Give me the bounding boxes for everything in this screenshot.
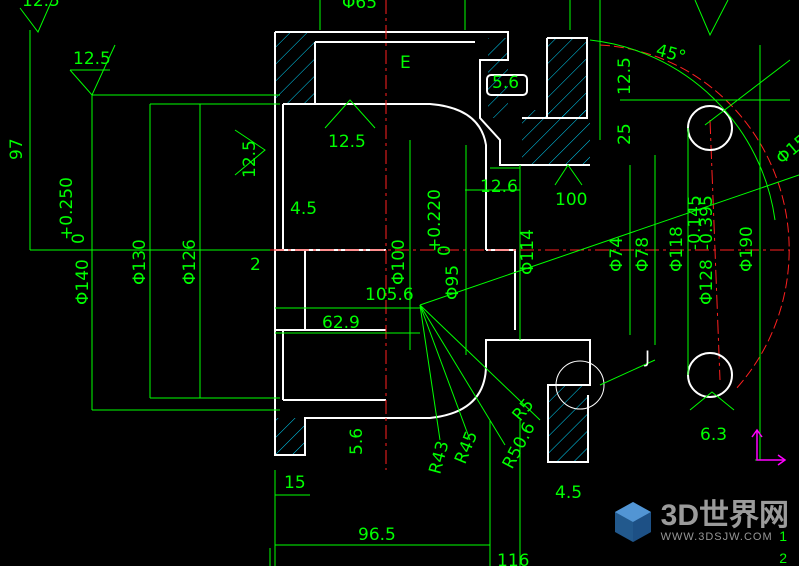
dimension-text: Φ65 12.5 12.5 97 Φ140 +0.250 0 Φ130 Φ126… <box>7 0 799 566</box>
dim-dia-114: Φ114 <box>518 229 538 275</box>
label-j: J <box>644 348 650 368</box>
dim-5-6-top: 5.6 <box>492 73 519 93</box>
dim-62-9: 62.9 <box>322 313 360 333</box>
page-number-1: 1 <box>779 528 787 544</box>
angle-45: 45° <box>654 41 688 68</box>
radius-45: R45 <box>451 428 482 467</box>
tol-128-lower: -0.395 <box>697 195 717 250</box>
roughness-right-top: 12.5 <box>615 57 635 95</box>
tol-140-upper: +0.250 <box>57 177 77 240</box>
centerlines <box>270 0 790 470</box>
dim-96-5: 96.5 <box>358 525 396 545</box>
label-e: E <box>400 53 411 73</box>
dim-dia-128: Φ128 <box>697 259 717 305</box>
roughness-6-3: 6.3 <box>700 425 727 445</box>
tol-140-lower: 0 <box>69 233 89 244</box>
dim-4-5: 4.5 <box>290 199 317 219</box>
cube-logo-icon <box>614 502 651 542</box>
dim-dia-130: Φ130 <box>130 239 150 285</box>
watermark: 3D世界网 WWW.3DSJW.COM <box>611 500 789 544</box>
radius-5: R5 <box>509 395 539 425</box>
watermark-url: WWW.3DSJW.COM <box>660 531 773 543</box>
ucs-axis-icon <box>751 428 787 466</box>
dim-dia-74: Φ74 <box>607 237 627 272</box>
radius-43: R43 <box>426 439 454 476</box>
dim-top-width: Φ65 <box>342 0 377 13</box>
dim-12-6: 12.6 <box>480 177 518 197</box>
dim-5-6-bottom: 5.6 <box>347 428 367 455</box>
dim-dia-95: Φ95 <box>443 265 463 300</box>
dim-105-6: 105.6 <box>365 285 414 305</box>
dim-dia-140: Φ140 <box>73 259 93 305</box>
dim-4-5-bottom: 4.5 <box>555 483 582 503</box>
roughness-left-mid: 12.5 <box>240 140 260 178</box>
page-number-2: 2 <box>779 550 787 566</box>
part-outline <box>274 31 591 463</box>
tol-95-lower: 0 <box>435 245 455 256</box>
tol-95-upper: +0.220 <box>425 189 445 252</box>
dim-height-97: 97 <box>7 138 27 160</box>
tol-128-upper: -0.145 <box>685 195 705 250</box>
dim-dia-118: Φ118 <box>667 226 687 272</box>
watermark-title: 3D世界网 <box>660 499 789 532</box>
dim-15: 15 <box>284 473 306 493</box>
dim-2: 2 <box>250 255 261 275</box>
roughness-symbols <box>19 0 735 411</box>
roughness-upper-left: 12.5 <box>73 49 111 69</box>
section-hatching <box>275 32 590 463</box>
dim-116: 116 <box>497 551 529 566</box>
dim-dia-78: Φ78 <box>633 237 653 272</box>
dim-dia-126: Φ126 <box>180 239 200 285</box>
dim-dia-15: Φ15 <box>772 131 799 169</box>
roughness-top-left: 12.5 <box>22 0 60 11</box>
dim-dia-100: Φ100 <box>389 239 409 285</box>
roughness-center: 12.5 <box>328 132 366 152</box>
radius-50-6: R50.6 <box>499 419 540 472</box>
dim-100: 100 <box>555 190 587 210</box>
dim-dia-190: Φ190 <box>737 226 757 272</box>
dim-25: 25 <box>615 123 635 145</box>
